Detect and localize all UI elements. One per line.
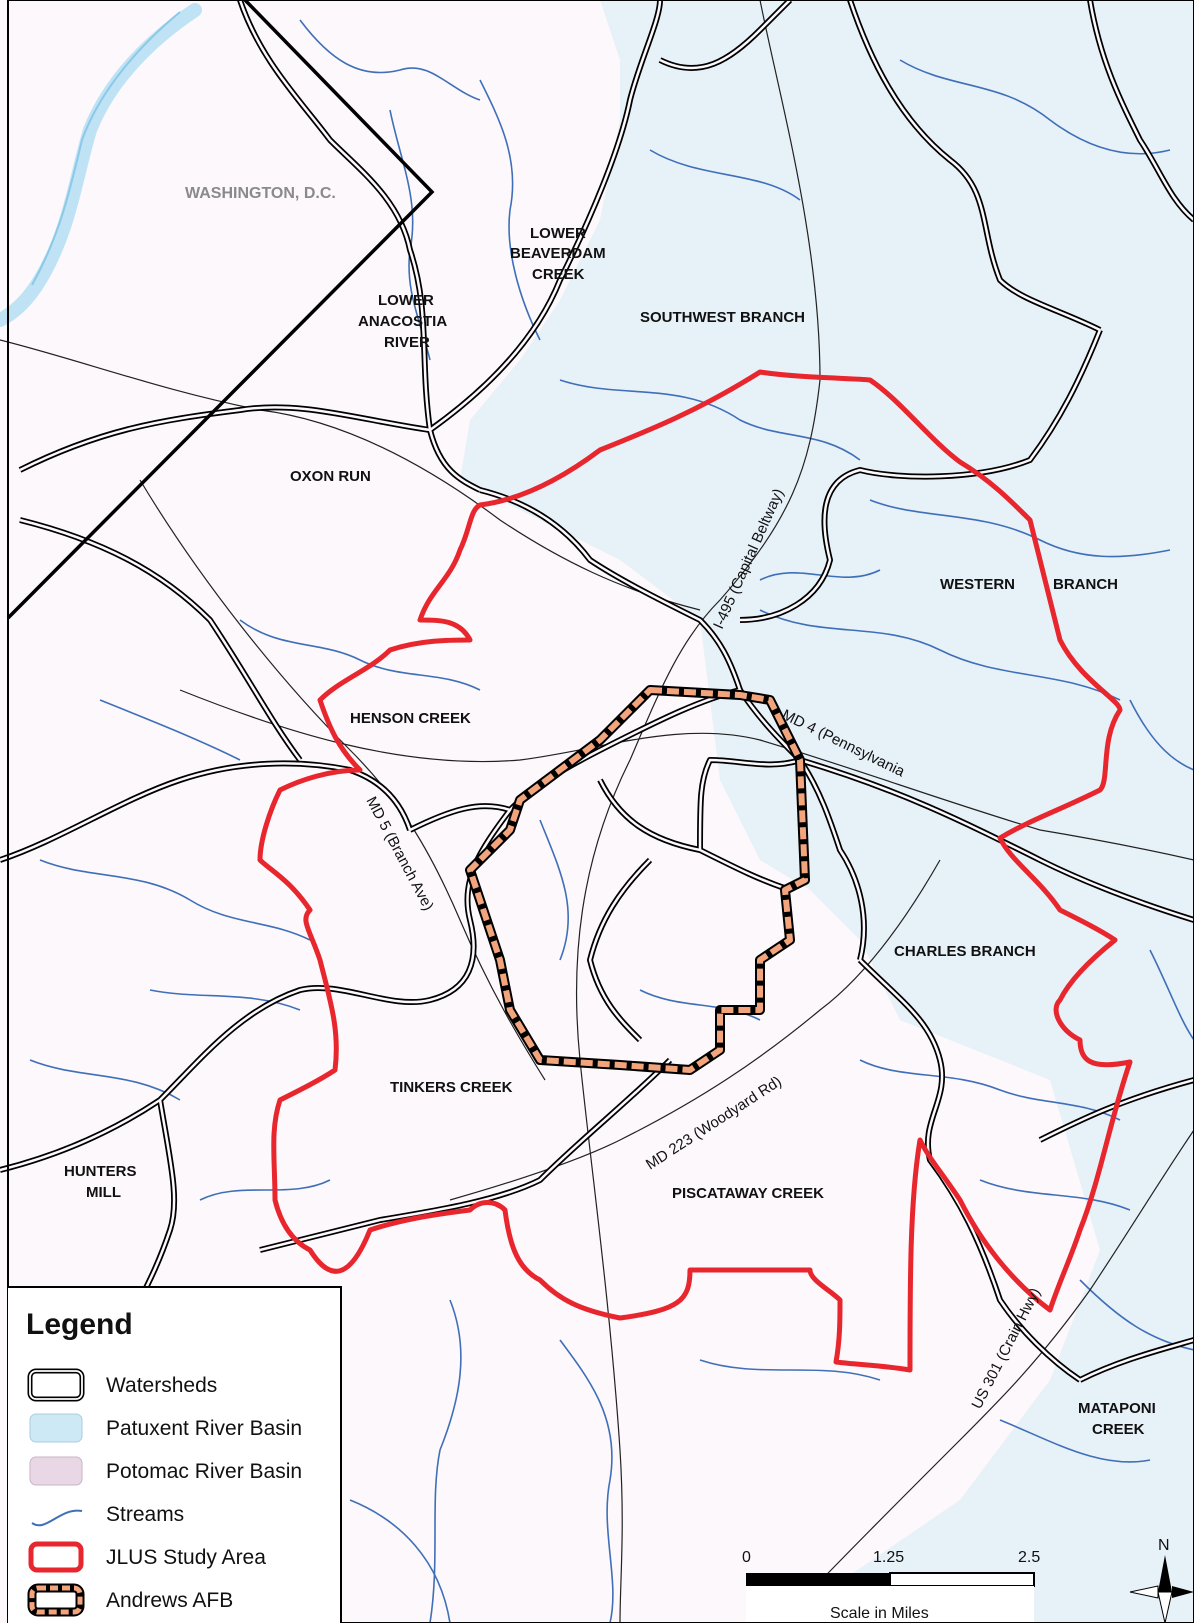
label-lower-anacostia-2: ANACOSTIA — [358, 313, 447, 330]
study-area-swatch-icon — [28, 1541, 84, 1573]
label-lower-beaverdam-1: LOWER — [530, 225, 586, 242]
legend-label-andrews-afb: Andrews AFB — [106, 1589, 234, 1612]
afb-swatch-icon — [27, 1583, 85, 1617]
label-lower-beaverdam-3: CREEK — [532, 266, 585, 283]
legend-label-streams: Streams — [106, 1503, 185, 1526]
scale-tick-0: 0 — [742, 1549, 751, 1566]
label-mataponi-creek-1: MATAPONI — [1078, 1400, 1156, 1417]
label-lower-anacostia-1: LOWER — [378, 292, 434, 309]
label-henson-creek: HENSON CREEK — [350, 710, 471, 727]
legend-label-watersheds: Watersheds — [106, 1374, 218, 1397]
legend-label-jlus: JLUS Study Area — [106, 1546, 266, 1569]
north-arrow: N — [1129, 1537, 1194, 1623]
road-misc — [0, 339, 701, 611]
label-hunters-mill-1: HUNTERS — [64, 1163, 137, 1180]
legend-item-jlus: JLUS Study Area — [26, 1540, 336, 1574]
stream-line-icon — [31, 1509, 83, 1527]
label-piscataway-creek: PISCATAWAY CREEK — [672, 1185, 824, 1202]
legend-title: Legend — [26, 1308, 133, 1341]
label-oxon-run: OXON RUN — [290, 468, 371, 485]
label-lower-anacostia-3: RIVER — [384, 334, 430, 351]
legend-item-potomac: Potomac River Basin — [26, 1454, 336, 1488]
andrews-afb-boundary — [465, 685, 810, 1075]
north-arrow-label: N — [1158, 1537, 1170, 1554]
scale-tick-1: 1.25 — [873, 1549, 904, 1566]
label-western-branch-2: BRANCH — [1053, 576, 1118, 593]
road-i495 — [575, 0, 821, 1623]
label-charles-branch: CHARLES BRANCH — [894, 943, 1036, 960]
legend-item-patuxent: Patuxent River Basin — [26, 1411, 336, 1445]
dc-boundary — [6, 0, 435, 620]
legend-item-streams: Streams — [26, 1497, 336, 1531]
label-lower-beaverdam-2: BEAVERDAM — [510, 245, 606, 262]
patuxent-swatch-icon — [29, 1413, 83, 1443]
scale-bar: 0 1.25 2.5 Scale in Miles — [742, 1549, 1040, 1623]
road-us301 — [779, 1129, 1194, 1623]
scale-tick-2: 2.5 — [1018, 1549, 1040, 1566]
watershed-boundaries — [0, 0, 1194, 1383]
streams — [29, 19, 1194, 1623]
road-md4 — [179, 689, 1194, 861]
label-mataponi-creek-2: CREEK — [1092, 1421, 1145, 1438]
river-water — [0, 3, 202, 327]
scale-caption: Scale in Miles — [830, 1605, 929, 1622]
watershed-swatch-icon — [27, 1368, 85, 1402]
legend-panel: Legend Watersheds Patuxent River Basin P… — [8, 1286, 342, 1623]
label-washington-dc: WASHINGTON, D.C. — [185, 185, 336, 202]
label-western-branch-1: WESTERN — [940, 576, 1015, 593]
legend-item-watersheds: Watersheds — [26, 1368, 336, 1402]
potomac-swatch-icon — [29, 1456, 83, 1486]
label-tinkers-creek: TINKERS CREEK — [390, 1079, 513, 1096]
legend-label-patuxent: Patuxent River Basin — [106, 1417, 303, 1440]
legend-item-andrews-afb: Andrews AFB — [26, 1583, 336, 1617]
legend-label-potomac: Potomac River Basin — [106, 1460, 303, 1483]
label-southwest-branch: SOUTHWEST BRANCH — [640, 309, 805, 326]
river-water-channel — [31, 11, 181, 286]
jlus-study-area-boundary — [257, 369, 1133, 1373]
label-hunters-mill-2: MILL — [86, 1184, 121, 1201]
